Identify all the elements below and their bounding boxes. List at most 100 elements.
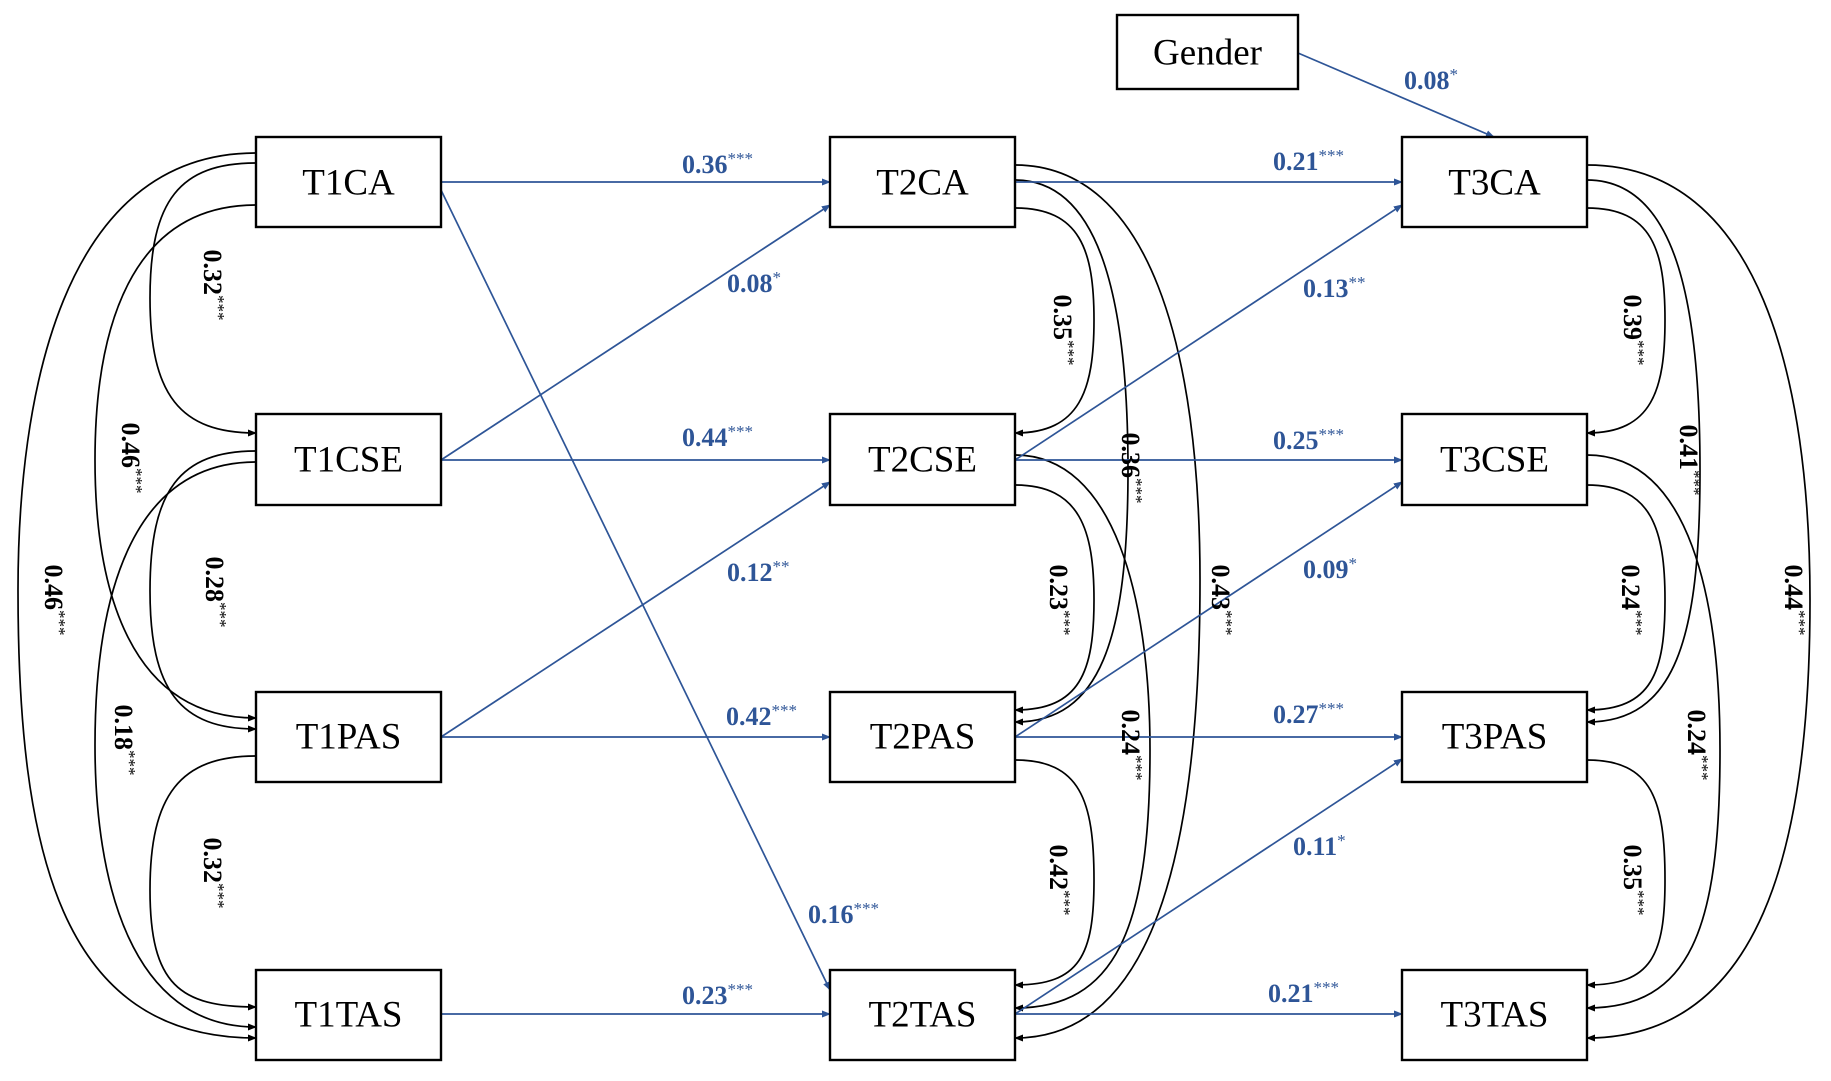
cov-label-t3cse-t3pas: 0.24*** xyxy=(1616,565,1646,636)
cov-label-t3ca-t3tas-sig: *** xyxy=(1790,610,1809,636)
cov-arc-t1cse-t1pas xyxy=(149,447,265,733)
reg-label-t2tas-t3pas: 0.11* xyxy=(1293,831,1346,861)
cov-label-t2ca-t2cse: 0.35*** xyxy=(1048,295,1078,366)
reg-label-gender-t3ca-sig: * xyxy=(1450,65,1459,84)
cov-label-t3ca-t3tas: 0.44*** xyxy=(1779,565,1809,636)
cov-label-t3cse-t3pas-coef: 0.24 xyxy=(1616,565,1645,611)
node-label-t2tas: T2TAS xyxy=(868,995,976,1036)
cov-label-t2ca-t2pas-sig: *** xyxy=(1127,478,1146,504)
reg-label-t2ca-t3ca-sig: *** xyxy=(1319,146,1345,165)
cov-label-t3ca-t3cse-coef: 0.39 xyxy=(1618,295,1647,341)
node-t3tas: T3TAS xyxy=(1400,968,1589,1062)
cov-label-t2pas-t2tas-sig: *** xyxy=(1055,890,1074,916)
reg-label-t1tas-t2tas-coef: 0.23 xyxy=(682,981,728,1010)
cov-label-t1ca-t1cse-sig: *** xyxy=(209,295,228,321)
cov-label-t1ca-t1pas: 0.46*** xyxy=(116,423,146,494)
reg-label-t1pas-t2pas: 0.42*** xyxy=(726,701,797,731)
cov-label-t1ca-t1cse: 0.32*** xyxy=(198,250,228,321)
cov-label-t1cse-t1pas-coef: 0.28 xyxy=(200,557,229,603)
node-label-t3ca: T3CA xyxy=(1448,163,1541,204)
reg-label-t2cse-t3ca-coef: 0.13 xyxy=(1303,274,1349,303)
cov-arc-t2ca-t2cse xyxy=(1006,204,1095,437)
cov-label-t1cse-t1tas-coef: 0.18 xyxy=(109,705,138,751)
node-label-t2cse: T2CSE xyxy=(868,440,977,481)
cov-label-t1pas-t1tas-sig: *** xyxy=(209,883,228,909)
cov-arc-t3ca-t3cse xyxy=(1578,204,1666,437)
reg-path-t1pas-t2cse xyxy=(440,481,831,738)
cov-label-t2cse-t2pas-coef: 0.23 xyxy=(1044,565,1073,611)
reg-label-t2cse-t3cse-sig: *** xyxy=(1319,425,1345,444)
cov-arc-t1ca-t1pas xyxy=(94,201,265,722)
reg-label-t2pas-t3pas: 0.27*** xyxy=(1273,699,1344,729)
reg-label-t2cse-t3ca: 0.13** xyxy=(1303,273,1366,303)
cov-label-t2cse-t2pas-sig: *** xyxy=(1055,610,1074,636)
node-label-t3pas: T3PAS xyxy=(1442,717,1548,758)
cov-label-t2pas-t2tas-coef: 0.42 xyxy=(1044,845,1073,891)
cov-arc-t2ca-t2tas xyxy=(1006,161,1201,1042)
node-t2pas: T2PAS xyxy=(828,690,1017,784)
node-t1ca: T1CA xyxy=(254,135,443,229)
reg-label-t1pas-t2cse: 0.12** xyxy=(727,557,790,587)
reg-label-t1ca-t2ca-coef: 0.36 xyxy=(682,150,728,179)
node-t3ca: T3CA xyxy=(1400,135,1589,229)
cov-label-t1ca-t1tas: 0.46*** xyxy=(39,565,69,636)
reg-label-t1pas-t2cse-coef: 0.12 xyxy=(727,558,773,587)
cov-label-t2ca-t2pas: 0.36*** xyxy=(1116,433,1146,504)
covariance-arcs xyxy=(17,149,1811,1042)
cov-label-t2ca-t2tas-coef: 0.43 xyxy=(1206,565,1235,611)
cov-arc-t3cse-t3tas xyxy=(1578,451,1721,1012)
node-t3pas: T3PAS xyxy=(1400,690,1589,784)
cov-label-t1cse-t1tas: 0.18*** xyxy=(109,705,139,776)
cov-label-t1ca-t1tas-coef: 0.46 xyxy=(39,565,68,611)
reg-label-t2tas-t3tas: 0.21*** xyxy=(1268,978,1339,1008)
reg-label-gender-t3ca: 0.08* xyxy=(1404,65,1458,95)
cov-label-t2ca-t2cse-sig: *** xyxy=(1059,340,1078,366)
reg-label-t1cse-t2ca-sig: * xyxy=(773,268,782,287)
reg-label-t2cse-t3cse: 0.25*** xyxy=(1273,425,1344,455)
reg-label-t1tas-t2tas-sig: *** xyxy=(728,980,754,999)
node-label-t1cse: T1CSE xyxy=(294,440,403,481)
cov-arc-t3ca-t3tas xyxy=(1578,161,1811,1042)
cov-label-t2cse-t2tas: 0.24*** xyxy=(1116,710,1146,781)
reg-label-t2pas-t3pas-coef: 0.27 xyxy=(1273,700,1319,729)
reg-label-t1ca-t2tas: 0.16*** xyxy=(808,899,879,929)
reg-path-t1cse-t2ca xyxy=(440,204,831,461)
cov-label-t3cse-t3tas: 0.24*** xyxy=(1682,710,1712,781)
cov-label-t1pas-t1tas: 0.32*** xyxy=(198,838,228,909)
reg-label-t1cse-t2cse-sig: *** xyxy=(728,422,754,441)
cov-label-t3pas-t3tas-coef: 0.35 xyxy=(1618,845,1647,891)
cov-label-t2cse-t2tas-coef: 0.24 xyxy=(1116,710,1145,756)
node-label-t2ca: T2CA xyxy=(876,163,969,204)
cov-label-t3ca-t3cse: 0.39*** xyxy=(1618,295,1648,366)
cov-label-t3cse-t3tas-coef: 0.24 xyxy=(1682,710,1711,756)
reg-label-t1cse-t2ca: 0.08* xyxy=(727,268,781,298)
reg-label-gender-t3ca-coef: 0.08 xyxy=(1404,66,1450,95)
reg-label-t2pas-t3cse-sig: * xyxy=(1349,554,1358,573)
regression-labels: 0.36*** 0.16*** 0.08* 0.44*** 0.12** 0.4… xyxy=(682,65,1458,1010)
cov-label-t2cse-t2tas-sig: *** xyxy=(1127,755,1146,781)
cov-label-t3cse-t3pas-sig: *** xyxy=(1627,610,1646,636)
cov-label-t3ca-t3pas-coef: 0.41 xyxy=(1674,425,1703,471)
reg-path-t2pas-t3cse xyxy=(1014,481,1403,738)
reg-label-t1ca-t2tas-sig: *** xyxy=(854,899,880,918)
cov-arc-t2cse-t2pas xyxy=(1006,481,1095,714)
cov-arc-t1ca-t1cse xyxy=(149,159,265,437)
node-gender: Gender xyxy=(1115,13,1300,91)
node-label-t3tas: T3TAS xyxy=(1440,995,1548,1036)
node-t1tas: T1TAS xyxy=(254,968,443,1062)
reg-label-t2pas-t3pas-sig: *** xyxy=(1319,699,1345,718)
reg-label-t2tas-t3tas-coef: 0.21 xyxy=(1268,979,1314,1008)
reg-path-t2cse-t3ca xyxy=(1014,204,1403,461)
reg-label-t2tas-t3tas-sig: *** xyxy=(1314,978,1340,997)
cov-arc-t1cse-t1tas xyxy=(94,458,265,1031)
cov-label-t3ca-t3cse-sig: *** xyxy=(1629,340,1648,366)
node-t2cse: T2CSE xyxy=(828,412,1017,507)
node-t3cse: T3CSE xyxy=(1400,412,1589,507)
cov-label-t3cse-t3tas-sig: *** xyxy=(1693,755,1712,781)
node-label-gender: Gender xyxy=(1153,33,1262,74)
cov-arc-t3ca-t3pas xyxy=(1578,176,1701,726)
cov-label-t1ca-t1pas-sig: *** xyxy=(127,468,146,494)
node-t1pas: T1PAS xyxy=(254,690,443,784)
